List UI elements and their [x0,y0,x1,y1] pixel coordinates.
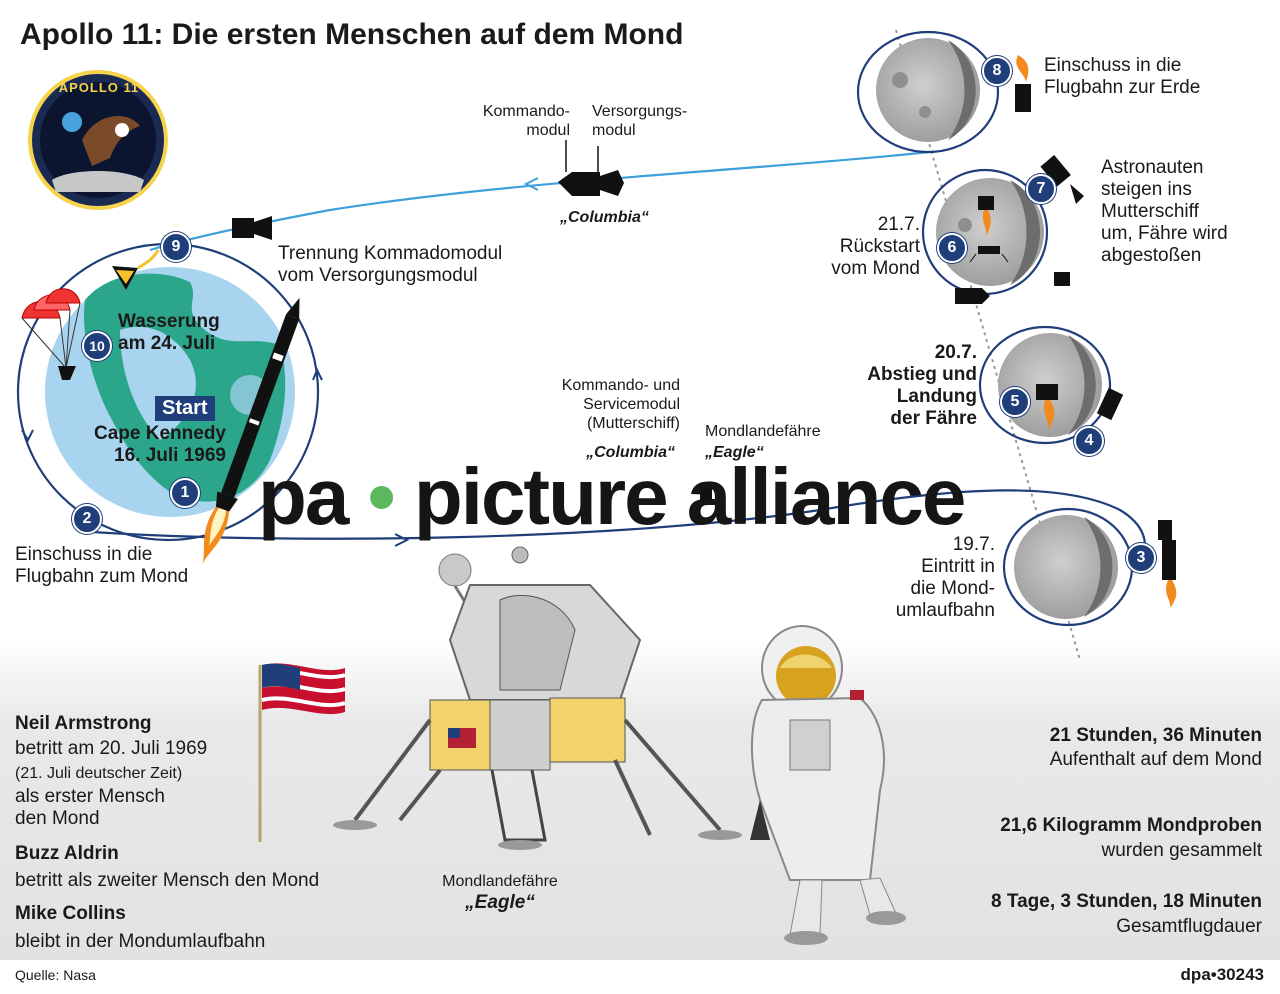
spacecraft-watermark-mid [700,488,712,504]
step-number-4: 4 [1074,426,1104,456]
watermark: pa • picture alliance [258,452,966,542]
credit: dpa•30243 [1180,965,1264,984]
step-number-3: 3 [1126,543,1156,573]
csm-below-moon-6 [955,288,990,304]
step-9-label: Trennung Kommadomodul vom Versorgungsmod… [278,243,503,286]
step-number-9: 9 [161,232,191,262]
source: Quelle: Nasa [15,967,96,983]
crew-armstrong-text2: als erster Mensch den Mond [15,786,165,829]
parachute-capsule [21,288,81,380]
step-3-label: 19.7. Eintritt in die Mond- umlaufbahn [895,534,995,621]
apollo-11-patch [28,70,168,210]
crew-aldrin-name: Buzz Aldrin [15,843,119,864]
us-flag [258,663,346,842]
astronaut [750,625,906,945]
reentry-capsule [112,249,160,290]
label-mondlandefaehre: Mondlandefähre [705,423,821,440]
step-2-label: Einschuss in die Flugbahn zum Mond [15,544,189,587]
label-eagle: „Eagle“ [705,444,764,461]
page-title: Apollo 11: Die ersten Menschen auf dem M… [20,18,684,51]
crew-aldrin-text: betritt als zweiter Mensch den Mond [15,870,320,891]
crew-collins-name: Mike Collins [15,903,126,924]
spacecraft-step-8 [1015,55,1031,112]
fact-1-label: Aufenthalt auf dem Mond [1049,749,1262,770]
csm-step-4 [1096,387,1124,421]
watermark-right: picture alliance [413,452,966,541]
step-number-8: 8 [982,56,1012,86]
label-servicemodul: Kommando- und Servicemodul (Mutterschiff… [561,377,680,432]
crew-armstrong-name: Neil Armstrong [15,713,152,734]
label-columbia-2: „Columbia“ [586,444,675,461]
crew-armstrong-note: (21. Juli deutscher Zeit) [15,765,183,782]
csm-step-7 [1040,155,1084,204]
lunar-module-eagle [333,546,742,850]
step-number-10: 10 [82,331,112,361]
lander-caption-2: „Eagle“ [465,892,535,913]
saturn-rocket [201,297,300,566]
fact-3-value: 8 Tage, 3 Stunden, 18 Minuten [991,891,1262,912]
spacecraft-step-3 [1158,520,1177,608]
columbia-spacecraft [558,140,624,196]
lunar-ground [0,640,1280,960]
start-badge: Start [155,396,215,421]
step-5-label: 20.7. Abstieg und Landung der Fähre [867,342,977,429]
step-10-label: Wasserung am 24. Juli [118,311,220,354]
step-8-label: Einschuss in die Flugbahn zur Erde [1044,55,1201,98]
crew-collins-text: bleibt in der Mondumlaufbahn [15,931,266,952]
fact-2-label: wurden gesammelt [1101,840,1262,861]
step-6-label: 21.7. Rückstart vom Mond [831,214,920,279]
moon-step-3 [1002,507,1134,627]
fact-2-value: 21,6 Kilogramm Mondproben [1000,815,1262,836]
command-module-separated [232,216,272,240]
label-kommandomodul: Kommando- modul [482,103,570,139]
step-number-1: 1 [170,478,200,508]
label-columbia: „Columbia“ [560,209,649,226]
step-number-5: 5 [1000,387,1030,417]
discarded-lander [1054,272,1070,286]
fact-3-label: Gesamtflugdauer [1116,916,1262,937]
lander-caption-1: Mondlandefähre [442,873,558,890]
crew-armstrong-text: betritt am 20. Juli 1969 [15,738,208,759]
step-number-7: 7 [1026,174,1056,204]
label-versorgungsmodul: Versorgungs- modul [592,103,688,139]
watermark-dot: • [367,452,396,541]
moon-step-8 [856,30,1000,154]
start-place: Cape Kennedy 16. Juli 1969 [94,423,226,466]
lander-step-6 [969,196,1009,263]
translunar-trajectory [91,489,1146,561]
mission-patch-text: APOLLO 11 [58,80,140,95]
fact-1-value: 21 Stunden, 36 Minuten [1049,725,1262,746]
step-7-label: Astronauten steigen ins Mutterschiff um,… [1101,157,1228,266]
return-trajectory [149,150,931,252]
watermark-left: pa [258,452,349,541]
step-number-2: 2 [72,504,102,534]
step-number-6: 6 [937,233,967,263]
lander-step-5 [1036,384,1058,430]
